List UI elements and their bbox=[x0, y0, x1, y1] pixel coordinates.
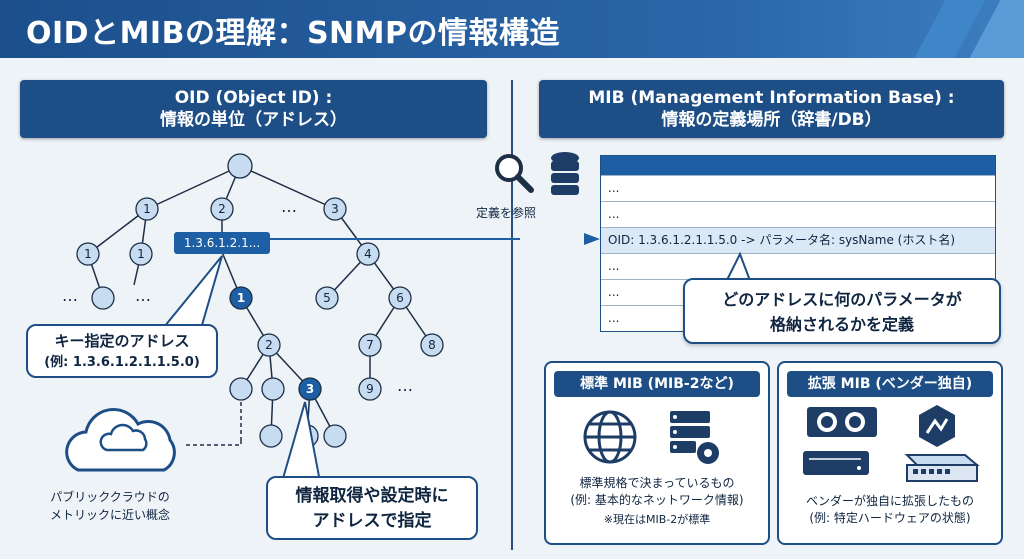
oid-title-line1: OID (Object ID) : bbox=[174, 88, 333, 108]
extended-mib-box: 拡張 MIB (ベンダー独自) ベンダーが独自に拡張したもの (例: 特定ハード… bbox=[777, 361, 1003, 545]
tree-node-label: 2 bbox=[218, 202, 226, 216]
standard-mib-desc: 標準規格で決まっているもの (例: 基本的なネットワーク情報) ※現在はMIB-… bbox=[546, 475, 768, 528]
tree-node-label: 1 bbox=[143, 202, 151, 216]
standard-mib-box: 標準 MIB (MIB-2など) 標準規格で決まっているもの (例: 基本的なネ… bbox=[544, 361, 770, 545]
tree-node-6 bbox=[388, 286, 412, 310]
key-callout-pointer bbox=[157, 255, 223, 333]
page-title: OIDとMIBの理解：SNMPの情報構造 bbox=[26, 16, 561, 51]
server-gear-icon bbox=[670, 411, 719, 464]
panel-divider bbox=[511, 80, 513, 550]
tree-branch-node-3 bbox=[298, 377, 322, 401]
mib-table-row: ... bbox=[601, 253, 995, 279]
reference-icons bbox=[495, 152, 579, 195]
extended-mib-line2: (例: 特定ハードウェアの状態) bbox=[809, 511, 971, 525]
database-icon bbox=[551, 152, 579, 195]
cloud-caption-line1: パブリッククラウドの bbox=[50, 490, 170, 504]
tree-ellipsis: … bbox=[135, 286, 151, 305]
tree-node-label: 7 bbox=[366, 338, 374, 352]
tree-ellipsis: … bbox=[281, 197, 297, 216]
tree-leaf bbox=[229, 377, 253, 401]
gpu-card-icon bbox=[807, 407, 877, 437]
tree-root-node bbox=[227, 153, 253, 179]
extended-mib-title: 拡張 MIB (ベンダー独自) bbox=[787, 371, 993, 397]
oid-panel-title: OID (Object ID) : 情報の単位（アドレス） bbox=[20, 80, 487, 138]
key-callout-line1: キー指定のアドレス bbox=[54, 332, 190, 350]
definition-callout-line2: 格納されるかを定義 bbox=[769, 315, 914, 334]
tree-node-7 bbox=[358, 333, 382, 357]
tree-node-label: 2 bbox=[265, 338, 273, 352]
tree-node-1-1 bbox=[76, 242, 100, 266]
oid-tag-label: 1.3.6.1.2.1... bbox=[184, 236, 260, 250]
cloud-icon bbox=[65, 407, 176, 472]
standard-mib-line2: (例: 基本的なネットワーク情報) bbox=[570, 493, 744, 507]
arrowhead bbox=[584, 233, 600, 245]
extended-mib-line1: ベンダーが独自に拡張したもの bbox=[805, 494, 974, 508]
tree-node-label: 6 bbox=[396, 291, 404, 305]
tree-branch-node-1 bbox=[229, 286, 253, 310]
tree-node-5 bbox=[315, 286, 339, 310]
globe-icon bbox=[583, 410, 637, 464]
access-callout-line1: 情報取得や設定時に bbox=[295, 486, 449, 506]
definition-callout: どのアドレスに何のパラメータが 格納されるかを定義 bbox=[683, 278, 1001, 344]
tree-leaf bbox=[261, 377, 285, 401]
tree-node-label: 3 bbox=[331, 202, 339, 216]
key-callout-line2: (例: 1.3.6.1.2.1.1.5.0) bbox=[44, 355, 200, 370]
magnifier-icon bbox=[495, 154, 534, 193]
tree-node-1-2 bbox=[129, 242, 153, 266]
cloud-caption: パブリッククラウドの メトリックに近い概念 bbox=[50, 488, 170, 524]
mib-table-header bbox=[601, 156, 995, 175]
tree-node-3 bbox=[323, 197, 347, 221]
rack-server-icon bbox=[803, 451, 869, 475]
tree-node-label: 3 bbox=[306, 382, 314, 396]
standard-mib-title: 標準 MIB (MIB-2など) bbox=[554, 371, 760, 397]
tree-node-9 bbox=[358, 377, 382, 401]
header-bar: OIDとMIBの理解：SNMPの情報構造 bbox=[0, 0, 1024, 58]
vendor-logo-icon bbox=[919, 405, 955, 447]
standard-mib-note: ※現在はMIB-2が標準 bbox=[603, 513, 711, 526]
oid-tree-diagram: 1 2 3 1 1 4 5 6 7 8 9 2 1 3 … … … … 1.3.… bbox=[62, 153, 520, 483]
tree-ellipsis: … bbox=[397, 376, 413, 395]
tree-branch-node-2 bbox=[257, 333, 281, 357]
tree-node-label: 5 bbox=[323, 291, 331, 305]
standard-mib-icons bbox=[583, 410, 719, 464]
oid-tag bbox=[174, 232, 270, 254]
tree-leaf bbox=[323, 424, 347, 448]
tree-node-4 bbox=[356, 242, 380, 266]
mib-title-line1: MIB (Management Information Base) : bbox=[588, 88, 955, 108]
oid-title-line2: 情報の単位（アドレス） bbox=[160, 110, 347, 130]
tree-node-label: 1 bbox=[137, 247, 145, 261]
tree-node-label: 4 bbox=[364, 247, 372, 261]
tree-node-label: 8 bbox=[428, 338, 436, 352]
tree-node-label: 1 bbox=[84, 247, 92, 261]
cloud-caption-line2: メトリックに近い概念 bbox=[50, 508, 171, 522]
key-address-callout: キー指定のアドレス (例: 1.3.6.1.2.1.1.5.0) bbox=[26, 324, 218, 378]
tree-node-label: 9 bbox=[366, 382, 374, 396]
tree-node-1 bbox=[135, 197, 159, 221]
reference-label: 定義を参照 bbox=[476, 206, 537, 220]
tree-leaf bbox=[259, 424, 283, 448]
standard-mib-line1: 標準規格で決まっているもの bbox=[579, 476, 735, 490]
mib-table-row-highlighted: OID: 1.3.6.1.2.1.1.5.0 -> パラメータ名: sysNam… bbox=[601, 227, 995, 253]
tree-ellipsis: … bbox=[62, 286, 78, 305]
tree-node-label: 1 bbox=[237, 291, 245, 305]
extended-mib-desc: ベンダーが独自に拡張したもの (例: 特定ハードウェアの状態) bbox=[779, 493, 1001, 527]
tree-node-8 bbox=[420, 333, 444, 357]
access-callout-line2: アドレスで指定 bbox=[312, 511, 432, 531]
mib-table-row: ... bbox=[601, 201, 995, 227]
access-callout: 情報取得や設定時に アドレスで指定 bbox=[266, 476, 478, 540]
tree-node-2 bbox=[210, 197, 234, 221]
mib-panel-title: MIB (Management Information Base) : 情報の定… bbox=[539, 80, 1004, 138]
network-appliance-icon bbox=[904, 454, 980, 482]
extended-mib-icons bbox=[803, 405, 980, 482]
tree-leaf bbox=[91, 286, 115, 310]
definition-callout-line1: どのアドレスに何のパラメータが bbox=[722, 290, 962, 309]
mib-table-row: ... bbox=[601, 175, 995, 201]
mib-title-line2: 情報の定義場所（辞書/DB） bbox=[661, 110, 882, 130]
